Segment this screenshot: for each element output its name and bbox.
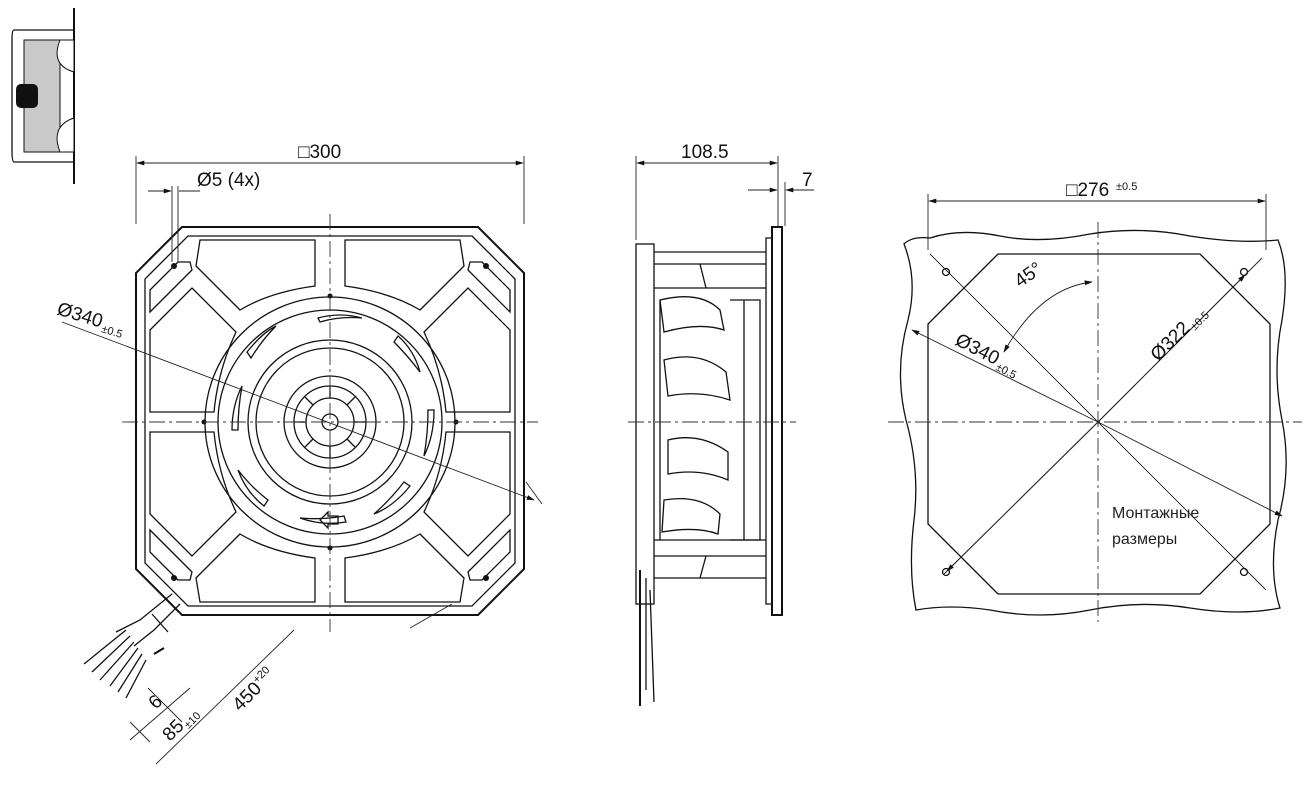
flange-dimension-label: 7	[802, 170, 813, 191]
front-diameter-label: Ø340	[55, 299, 106, 333]
mounting-diameter-340-tolerance: ±0.5	[994, 361, 1018, 381]
depth-dimension-label: 108.5	[681, 142, 729, 163]
mounting-dimensions	[927, 194, 1267, 250]
side-dimensions	[635, 156, 814, 240]
front-dimensions	[61, 156, 543, 765]
cable-6-label: 6	[145, 691, 167, 713]
mounting-diameter-322-tolerance: ±0.5	[1188, 309, 1212, 333]
mounting-diameter-322-label: Ø322	[1147, 318, 1195, 366]
mounting-square-label: □276	[1066, 180, 1109, 201]
mounting-note-line1: Монтажные	[1112, 505, 1199, 522]
mounting-square-tolerance: ±0.5	[1116, 181, 1137, 193]
front-diameter-tolerance: ±0.5	[100, 323, 124, 341]
mounting-view	[888, 222, 1302, 622]
mounting-diameter-340-label: Ø340	[952, 330, 1003, 370]
holes-dimension-label: Ø5 (4x)	[197, 170, 260, 191]
front-view	[83, 214, 538, 699]
width-dimension-label: □300	[298, 142, 341, 163]
angle-label: 45°	[1011, 258, 1047, 292]
side-view	[628, 226, 796, 706]
detail-inset	[11, 8, 75, 184]
mounting-note-line2: размеры	[1112, 531, 1177, 548]
